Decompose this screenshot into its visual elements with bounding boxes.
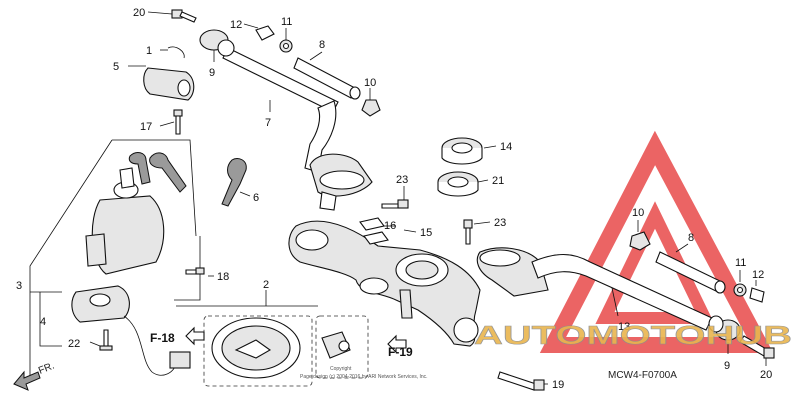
label-22: 22 bbox=[68, 338, 80, 350]
reference-f18: F-18 bbox=[150, 326, 205, 346]
watermark-wordmark: AUTOMOTOHUB bbox=[474, 320, 793, 351]
label-7: 7 bbox=[265, 117, 271, 129]
immobilizer-unit bbox=[30, 285, 191, 376]
bar-end-weight-right bbox=[629, 231, 765, 303]
label-9-top: 9 bbox=[209, 67, 215, 79]
label-6: 6 bbox=[253, 192, 259, 204]
label-4: 4 bbox=[40, 316, 46, 328]
bolt-23a bbox=[381, 199, 409, 209]
bolt-20-top bbox=[171, 9, 197, 23]
front-direction-arrow: FR. bbox=[13, 361, 56, 391]
callout-labels: 20 12 11 8 1 5 9 10 7 17 14 6 23 21 16 1… bbox=[16, 7, 772, 391]
diagram-code: MCW4-F0700A bbox=[608, 370, 677, 381]
label-11-right: 11 bbox=[735, 257, 746, 269]
label-12-top: 12 bbox=[230, 19, 242, 31]
label-23-upper: 23 bbox=[396, 174, 408, 186]
label-16: 16 bbox=[384, 220, 396, 232]
copyright-title: Copyright bbox=[330, 366, 352, 372]
top-bridge bbox=[288, 217, 481, 347]
bolt-19 bbox=[497, 371, 545, 391]
label-8-top: 8 bbox=[319, 39, 325, 51]
ignition-switch-group bbox=[29, 139, 201, 376]
label-1: 1 bbox=[146, 45, 152, 57]
label-13: 13 bbox=[618, 321, 630, 333]
label-9-right: 9 bbox=[724, 360, 730, 372]
label-5: 5 bbox=[113, 61, 119, 73]
label-20-top: 20 bbox=[133, 7, 145, 19]
left-handlebar bbox=[199, 29, 373, 211]
right-handlebar bbox=[476, 247, 741, 341]
label-19: 19 bbox=[552, 379, 564, 391]
label-12-right: 12 bbox=[752, 269, 764, 281]
label-17: 17 bbox=[140, 121, 152, 133]
label-15: 15 bbox=[420, 227, 432, 239]
key-6 bbox=[221, 157, 247, 207]
label-2: 2 bbox=[263, 279, 269, 291]
label-10-right: 10 bbox=[632, 207, 644, 219]
bolt-23b bbox=[463, 219, 473, 245]
label-11-top: 11 bbox=[281, 16, 292, 28]
label-18: 18 bbox=[217, 271, 229, 283]
watermark-text: AUTOMOTOHUB bbox=[474, 320, 792, 350]
label-21: 21 bbox=[492, 175, 504, 187]
cap-group bbox=[176, 290, 369, 387]
watermark-logo bbox=[539, 130, 774, 353]
label-10-top: 10 bbox=[364, 77, 376, 89]
screw-22 bbox=[99, 329, 113, 351]
label-3: 3 bbox=[16, 280, 22, 292]
ref-f19-label: F-19 bbox=[388, 345, 413, 359]
label-23-right: 23 bbox=[494, 217, 506, 229]
bolt-20-right bbox=[739, 335, 775, 359]
screw-18 bbox=[185, 267, 205, 275]
switch-holder bbox=[143, 46, 195, 101]
label-14: 14 bbox=[500, 141, 512, 153]
steering-stem-nuts bbox=[437, 137, 483, 197]
label-20-right: 20 bbox=[760, 369, 772, 381]
reference-f19: F-19 bbox=[387, 334, 413, 359]
ref-f18-label: F-18 bbox=[150, 331, 175, 345]
copyright-line: Page design (c) 2004-2016 by ARI Network… bbox=[300, 374, 428, 380]
label-8-right: 8 bbox=[688, 232, 694, 244]
leader-lines bbox=[89, 11, 767, 385]
front-label: FR. bbox=[37, 361, 56, 377]
screw-17 bbox=[173, 109, 183, 135]
